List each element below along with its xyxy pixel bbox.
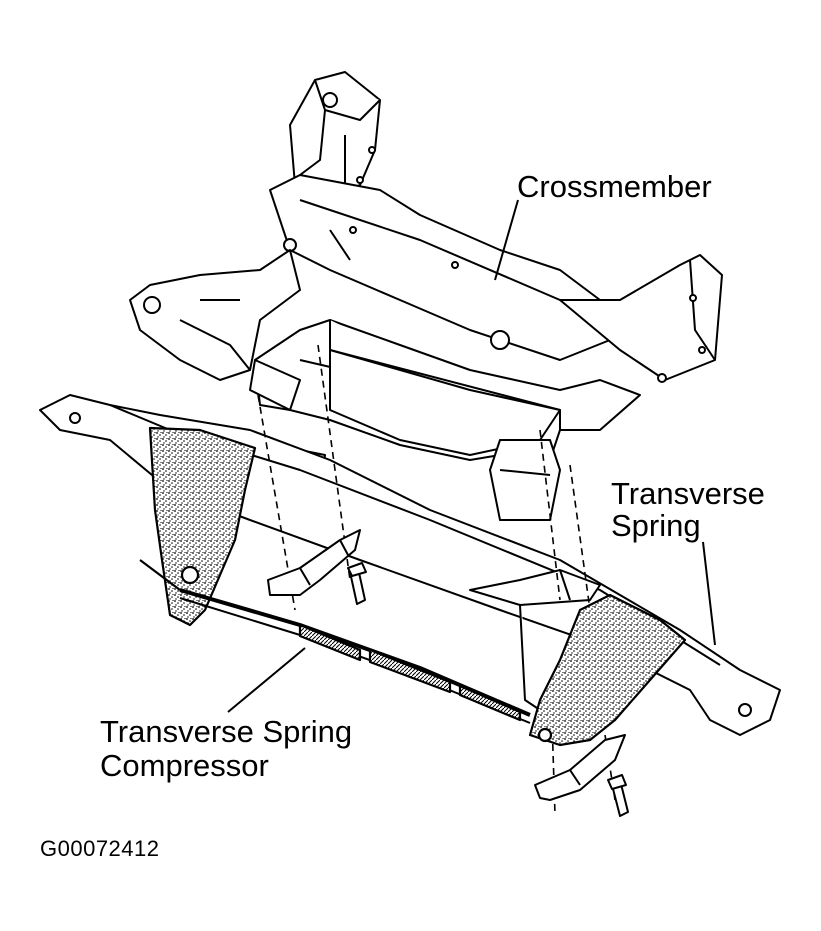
crossmember-label: Crossmember bbox=[517, 169, 712, 204]
leader-lines bbox=[227, 199, 716, 713]
transverse-spring-label-line2: Spring bbox=[611, 508, 701, 543]
compressor-leader bbox=[227, 647, 306, 713]
transverse-spring-label-line1: Transverse bbox=[611, 476, 765, 511]
clamp-brackets bbox=[267, 529, 629, 817]
figure-code: G00072412 bbox=[40, 836, 160, 861]
crossmember-part bbox=[129, 71, 723, 521]
transverse-spring-leader bbox=[702, 541, 716, 646]
compressor-label-line1: Transverse Spring bbox=[100, 714, 353, 749]
crossmember-leader bbox=[494, 199, 519, 281]
compressor-label-line2: Compressor bbox=[100, 748, 269, 783]
spring-compressor-part bbox=[139, 426, 687, 747]
